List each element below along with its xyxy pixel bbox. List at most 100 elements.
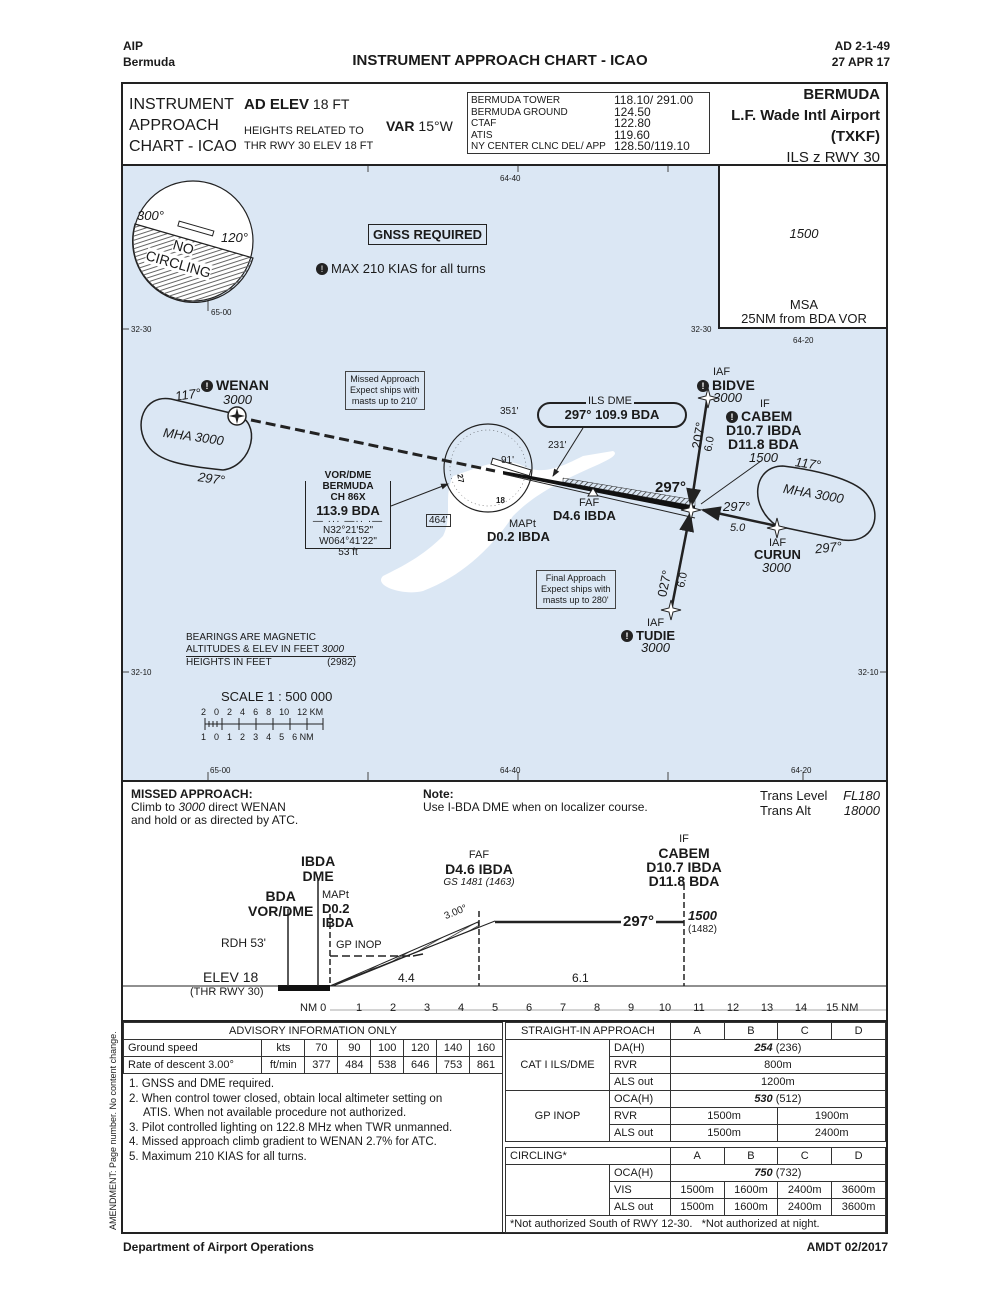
category-header: D (831, 1147, 886, 1165)
freq-value: 119.60 (614, 127, 650, 142)
tudie-role: IAF (647, 617, 665, 629)
legend-line: ALTITUDES & ELEV IN FEET 3000 (186, 644, 356, 657)
bda-vordme-label: BDA VOR/DME (248, 889, 313, 919)
chart-name: INSTRUMENT APPROACH CHART - ICAO (129, 94, 237, 157)
curun-role: IAF (769, 537, 787, 549)
note-item: 3. Pilot controlled lighting on 122.8 MH… (129, 1121, 453, 1134)
gnss-required-box: GNSS REQUIRED (368, 224, 488, 245)
rdh-label: RDH 53' (221, 936, 266, 950)
als-label: ALS out (609, 1124, 671, 1142)
category-header: B (723, 1147, 779, 1165)
trans-alt-value: 18000 (843, 803, 880, 818)
nm-label: 14 (794, 1002, 808, 1014)
grid-label: 32-30 (691, 325, 712, 334)
ibda-label: IBDA (301, 853, 336, 869)
note-line: Missed Approach (350, 374, 420, 384)
note-title: Note: (423, 787, 454, 801)
info-icon: ! (726, 411, 738, 423)
vor-channel: CH 86X (330, 492, 366, 503)
cell: 377 (304, 1056, 339, 1074)
table-row: CAT I ILS/DME DA(H) 254 (236) (505, 1039, 887, 1091)
bidve-name: BIDVE (712, 377, 755, 393)
advisory-title: ADVISORY INFORMATION ONLY (123, 1022, 503, 1040)
obstacle-91: 91' (501, 455, 515, 466)
info-icon: ! (697, 380, 709, 392)
missed-approach-text: MISSED APPROACH: Climb to 3000 direct WE… (131, 788, 298, 827)
msa-box: 1500 MSA 25NM from BDA VOR (718, 166, 886, 329)
cell: 861 (469, 1056, 503, 1074)
runway-12-30 (490, 457, 532, 477)
cabem-fix-symbol (680, 499, 702, 521)
note-line: masts up to 280' (542, 595, 609, 605)
da-altitude: 254 (754, 1042, 773, 1054)
vor-latitude: N32°21'52" (322, 525, 374, 536)
cabem-role: IF (760, 398, 770, 410)
tudie-label: !TUDIE (621, 628, 675, 643)
wenan-altitude: 3000 (223, 392, 252, 407)
row-unit: ft/min (261, 1056, 306, 1074)
max-kias-text: MAX 210 KIAS for all turns (331, 261, 486, 276)
chart-name-line: CHART - ICAO (129, 138, 237, 155)
cell: 1600m (723, 1181, 779, 1199)
als-label: ALS out (609, 1198, 671, 1216)
profile-if: IF CABEM D10.7 IBDA D11.8 BDA (628, 832, 740, 888)
country: Bermuda (123, 55, 176, 69)
heights-line: HEIGHTS RELATED TO (244, 125, 364, 137)
curun-name: CURUN (754, 547, 801, 562)
compass-label-27: 27 (455, 473, 466, 484)
final-course: 297° (655, 479, 687, 496)
nm-tick: 3 (253, 732, 259, 742)
rvr-label: RVR (609, 1056, 671, 1074)
nm-label: 2 (389, 1002, 397, 1014)
vis-label: VIS (609, 1181, 671, 1199)
cabem-dme2: D11.8 BDA (728, 436, 799, 452)
if-dme1: D10.7 IBDA (646, 859, 722, 875)
tudie-fix-symbol (660, 599, 682, 621)
gp-inop-label: GP INOP (505, 1090, 610, 1142)
legend-example: 3000 (321, 644, 345, 655)
cat1-label: CAT I ILS/DME (505, 1039, 610, 1091)
oca-value: 530 (512) (669, 1090, 887, 1108)
vor-pointer (390, 483, 449, 507)
publisher: Department of Airport Operations (123, 1240, 314, 1254)
curun-distance: 5.0 (730, 522, 746, 534)
icao-code: (TXKF) (830, 128, 880, 145)
profile-course: 297° (621, 913, 657, 930)
heights-line: THR RWY 30 ELEV 18 FT (244, 140, 374, 152)
table-row: OCA(H) 750 (732) (505, 1164, 887, 1216)
obstacle-464: 464' (426, 514, 451, 527)
rvr-ab: 1500m (669, 1107, 779, 1125)
nm-label: 11 (693, 1002, 705, 1014)
plan-legend: BEARINGS ARE MAGNETIC ALTITUDES & ELEV I… (186, 632, 356, 669)
compass-rose (443, 423, 533, 513)
freq-value: 124.50 (614, 104, 651, 119)
da-label: DA(H) (609, 1039, 671, 1057)
ad-elev-label: AD ELEV (244, 96, 310, 113)
mapt-dme: D0.2 (322, 901, 350, 916)
trans-level-label: Trans Level (760, 788, 828, 803)
plan-view: 300° 120° NO CIRCLING 1500 MSA 25NM from… (123, 166, 886, 782)
bidve-transition (686, 393, 710, 509)
curun-course: 297° (723, 499, 750, 514)
note-line: masts up to 210' (351, 396, 418, 406)
note-line: Final Approach (545, 573, 606, 583)
row-unit: kts (261, 1039, 306, 1057)
nm-tick: 4 (266, 732, 272, 742)
vor-name: BERMUDA (322, 481, 374, 492)
cell: 120 (403, 1039, 438, 1057)
km-tick: 8 (266, 707, 272, 717)
vordme-label: VOR/DME (248, 903, 314, 919)
category-header: D (831, 1022, 886, 1040)
publication: AIP (123, 39, 144, 53)
mapt-role: MAPt (322, 889, 349, 901)
rvr-cd: 1900m (777, 1107, 886, 1125)
msa-description: 25NM from BDA VOR (741, 311, 867, 326)
minima-table: STRAIGHT-IN APPROACH A B C D CAT I ILS/D… (505, 1022, 887, 1233)
if-height: (1482) (688, 924, 717, 935)
circling-footnote: *Not authorized South of RWY 12-30. *Not… (505, 1215, 886, 1233)
msa-title: MSA (789, 297, 819, 312)
